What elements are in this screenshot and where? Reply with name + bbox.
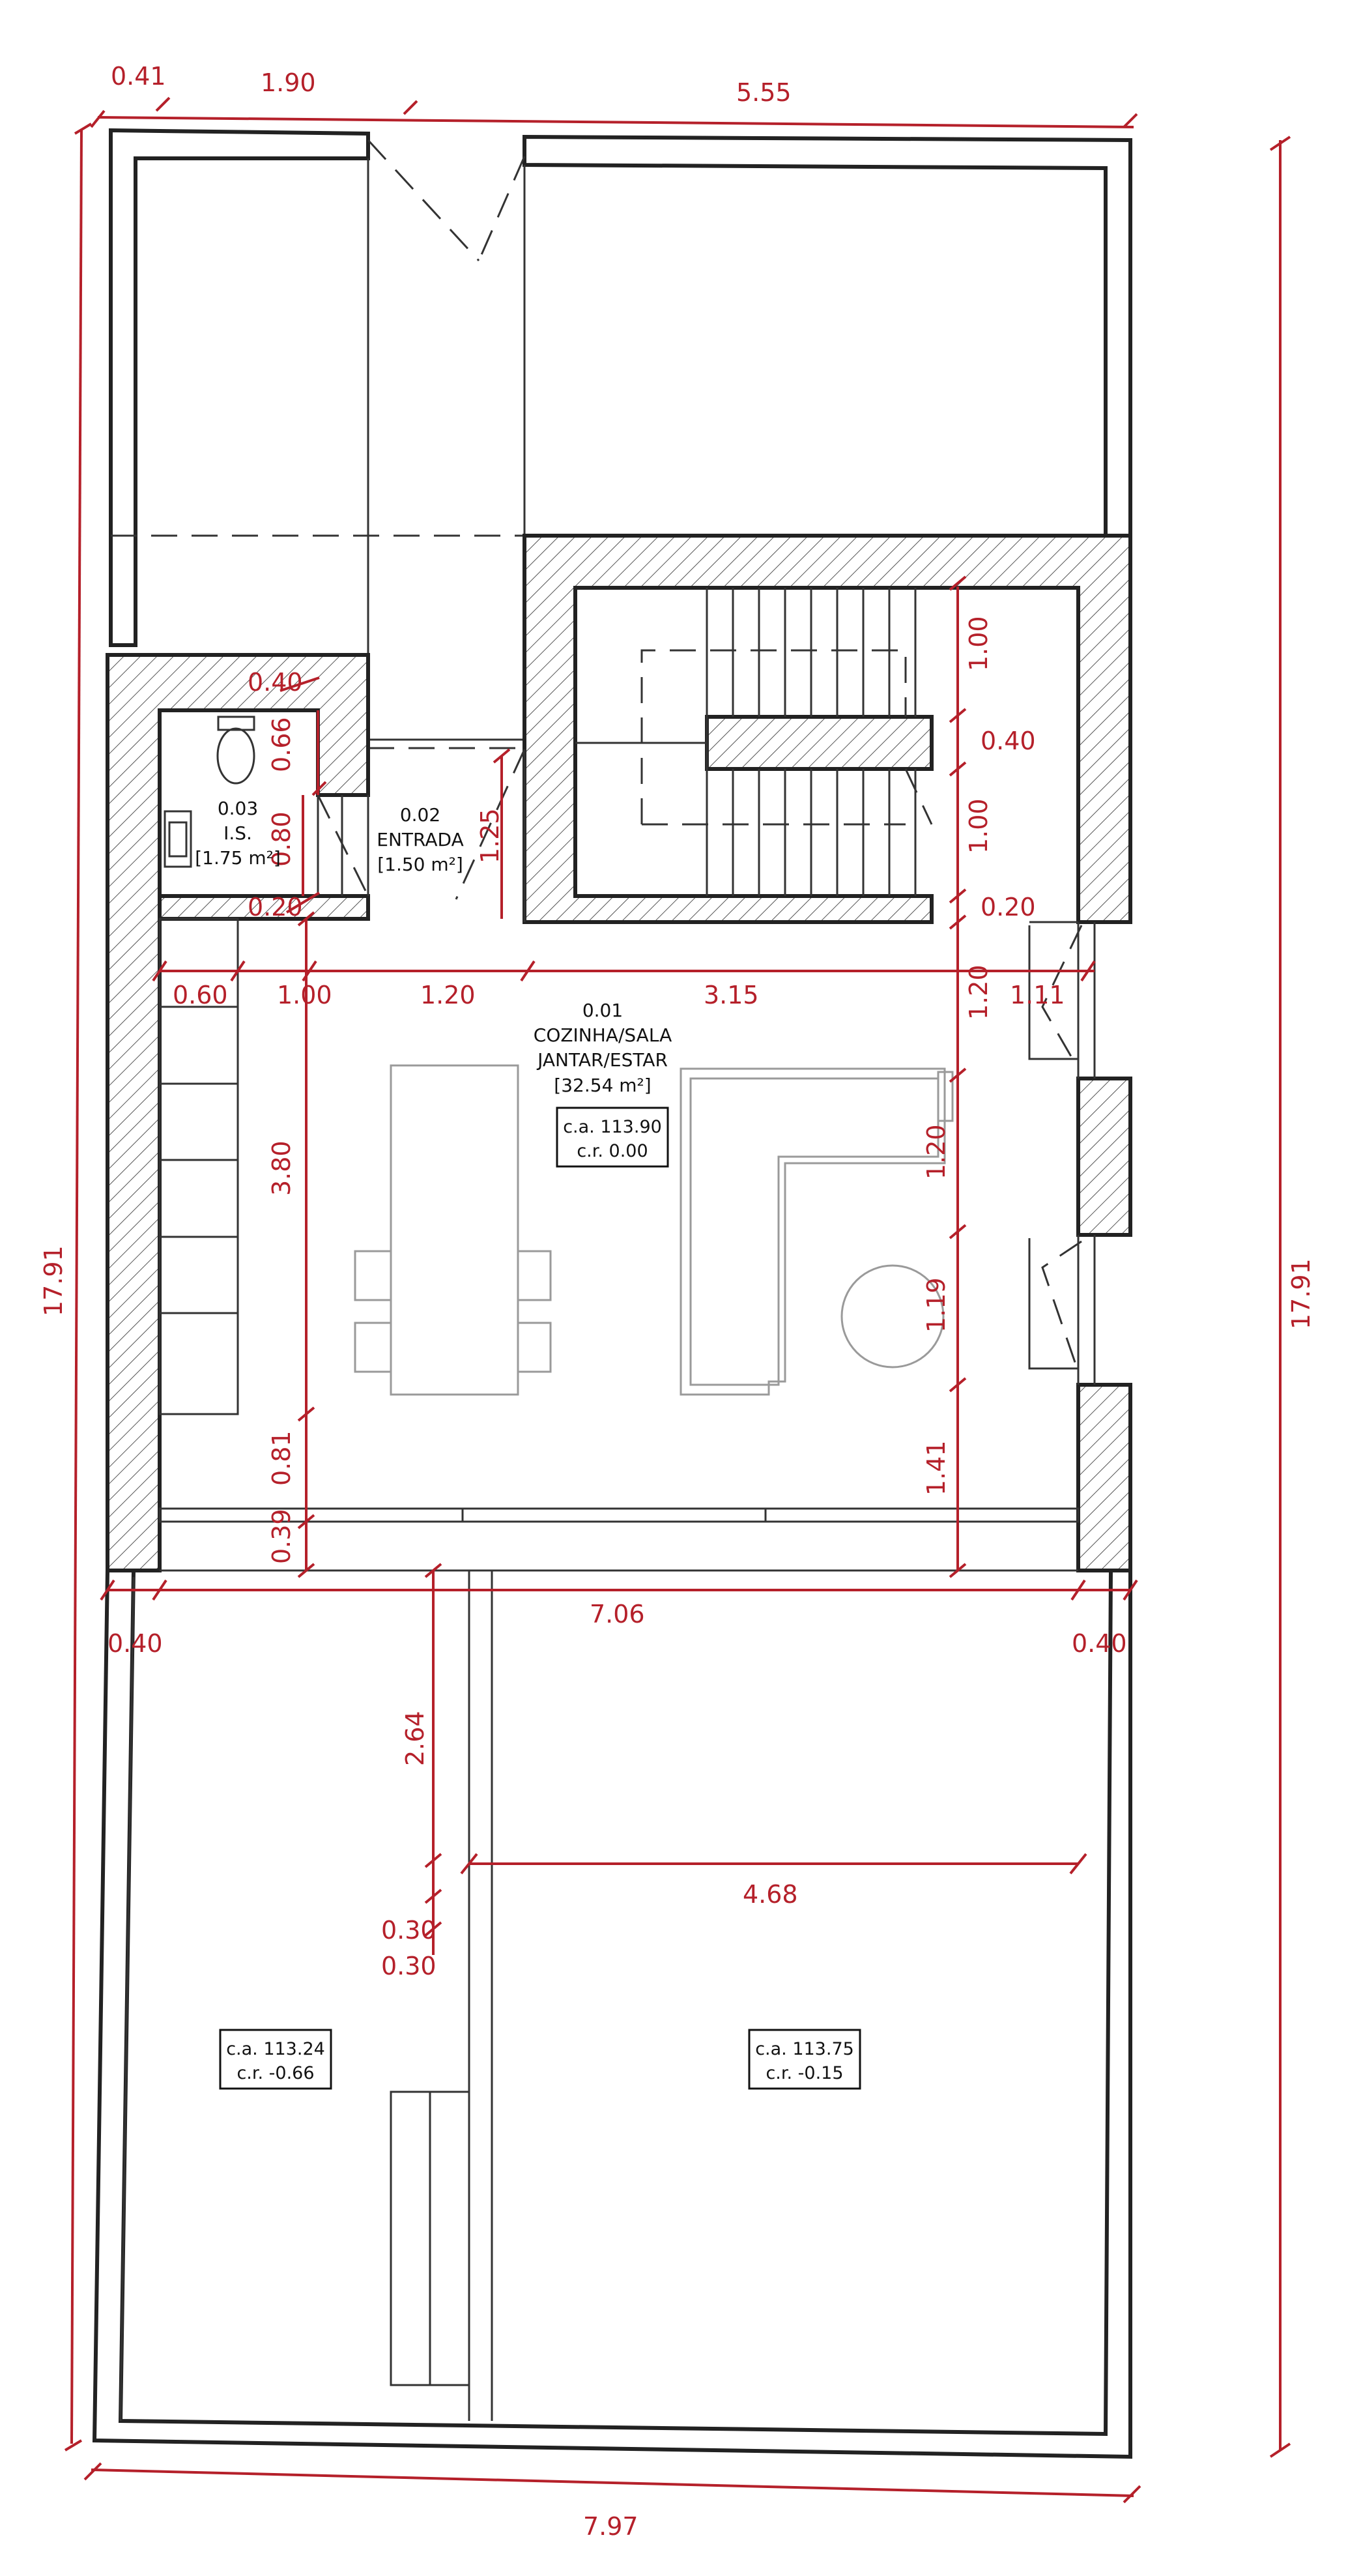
dim-yard-depth: 2.64 <box>401 1711 429 1766</box>
dim-lower-2: 0.39 <box>267 1509 296 1564</box>
stairs <box>575 588 933 896</box>
dim-width-mid: 7.06 <box>590 1600 645 1628</box>
dim-window-3: 1.19 <box>922 1277 951 1333</box>
level-kitchen-ca: c.a. 113.90 <box>563 1117 662 1137</box>
dim-row-1: 0.60 <box>173 981 228 1009</box>
dimension-lines <box>64 96 1291 2504</box>
dimension-labels: 0.41 1.90 5.55 17.91 17.91 7.97 0.40 0.6… <box>39 62 1315 2541</box>
room-entrance-number: 0.02 <box>400 804 440 826</box>
level-kitchen-cr: c.r. 0.00 <box>577 1141 648 1161</box>
dim-stair-3: 1.00 <box>964 798 993 854</box>
level-left-yard-cr: c.r. -0.66 <box>236 2063 314 2083</box>
level-right-yard-cr: c.r. -0.15 <box>766 2063 843 2083</box>
dim-row-5: 1.11 <box>1010 981 1065 1009</box>
dim-window-2: 1.20 <box>922 1124 951 1179</box>
room-bath-number: 0.03 <box>218 798 258 819</box>
room-labels: 0.01 COZINHA/SALA JANTAR/ESTAR [32.54 m²… <box>195 798 672 1096</box>
room-bath-area: [1.75 m²] <box>195 847 281 869</box>
room-kitchen-name-1: COZINHA/SALA <box>534 1024 672 1046</box>
dim-is-height: 0.66 <box>267 717 296 772</box>
dim-row-3: 1.20 <box>420 981 476 1009</box>
level-right-yard-ca: c.a. 113.75 <box>755 2039 854 2059</box>
dim-stair-2: 0.40 <box>981 727 1036 755</box>
dim-wall-right: 0.40 <box>1072 1629 1127 1658</box>
level-boxes: c.a. 113.90 c.r. 0.00 c.a. 113.24 c.r. -… <box>219 1107 861 2090</box>
room-bath-name: I.S. <box>223 822 252 844</box>
room-kitchen-name-2: JANTAR/ESTAR <box>536 1049 668 1071</box>
dim-stair-1: 1.00 <box>964 616 993 671</box>
dim-stair-4: 0.20 <box>981 893 1036 921</box>
bathroom-entrance <box>164 716 526 922</box>
main-walls <box>106 534 1132 1572</box>
dim-overall-right: 17.91 <box>1287 1258 1315 1329</box>
dim-entrance-depth: 1.25 <box>476 808 504 863</box>
furniture <box>158 918 1096 1572</box>
dim-bottom: 7.97 <box>583 2512 638 2541</box>
dim-window-4: 1.41 <box>922 1440 951 1496</box>
upper-courtyard <box>109 128 1132 749</box>
dim-top-1: 0.41 <box>111 62 166 91</box>
dim-wall-thin-2: 0.30 <box>381 1952 437 1980</box>
dim-overall-left: 17.91 <box>39 1245 68 1316</box>
dim-yard-width: 4.68 <box>743 1880 798 1909</box>
dim-is-width: 0.80 <box>267 811 296 867</box>
dim-window-1: 1.20 <box>964 964 993 1020</box>
dim-wall-left: 0.40 <box>107 1629 163 1658</box>
room-entrance-area: [1.50 m²] <box>377 854 463 875</box>
dim-is-wall: 0.40 <box>248 668 303 697</box>
dim-top-3: 5.55 <box>736 78 792 107</box>
room-kitchen-number: 0.01 <box>582 1000 623 1021</box>
lower-courtyard <box>92 1569 1132 2459</box>
dim-lower-1: 0.81 <box>267 1430 296 1486</box>
dim-kitchen-height: 3.80 <box>267 1140 296 1196</box>
room-kitchen-area: [32.54 m²] <box>554 1075 651 1096</box>
dim-wall-thin-1: 0.30 <box>381 1916 437 1945</box>
dim-is-lower: 0.20 <box>248 893 303 921</box>
dim-top-2: 1.90 <box>261 68 316 97</box>
dim-row-4: 3.15 <box>704 981 759 1009</box>
dim-row-2: 1.00 <box>277 981 332 1009</box>
room-entrance-name: ENTRADA <box>377 829 463 850</box>
level-left-yard-ca: c.a. 113.24 <box>226 2039 325 2059</box>
